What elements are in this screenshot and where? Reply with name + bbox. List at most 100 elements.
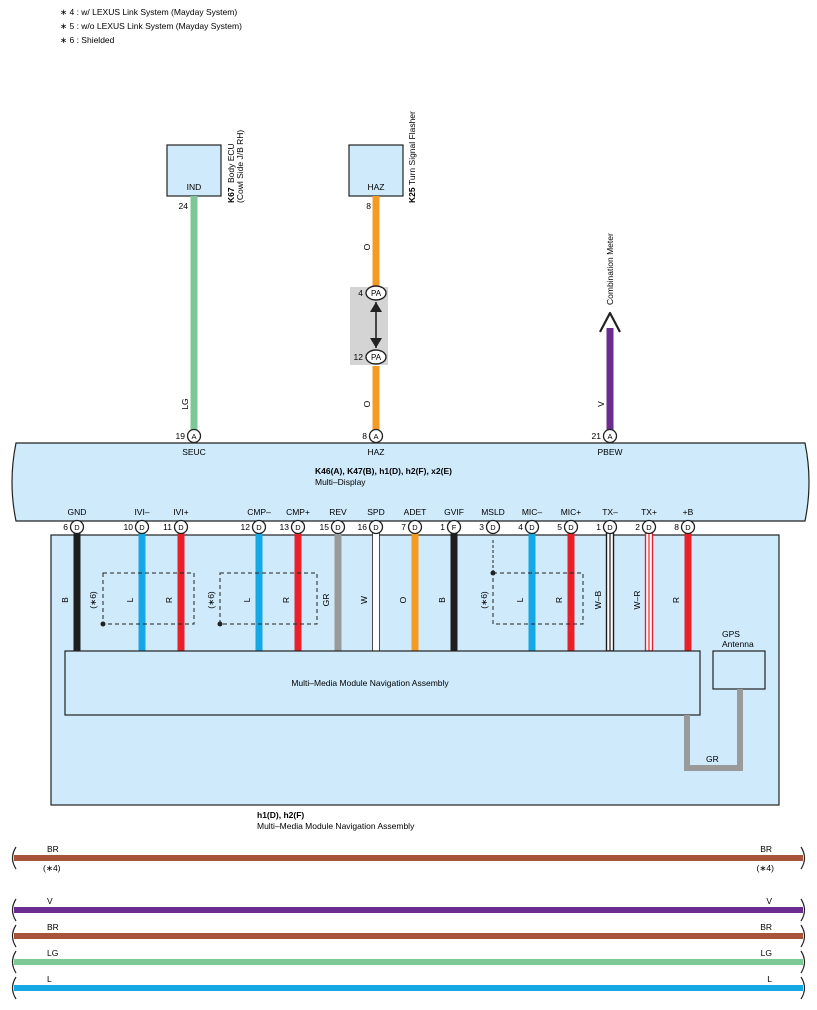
bottom-pin-terminal-12: [602, 519, 618, 535]
harness-line-left-label-4: L: [47, 974, 52, 984]
bottom-pin-signal-0: GND: [68, 507, 87, 517]
pa-bottom-pin: 12: [354, 352, 364, 362]
bottom-pin-conn-4: D: [295, 523, 301, 532]
bottom-pin-conn-6: D: [373, 523, 379, 532]
note-line-2: ∗ 5 : w/o LEXUS Link System (Mayday Syst…: [60, 21, 242, 31]
turn-flasher-terminal: HAZ: [368, 182, 385, 192]
body-ecu-box: [166, 144, 222, 197]
body-ecu-label: K67 Body ECU (Cowl Side J/B RH): [226, 130, 245, 203]
bottom-pin-terminal-9: [485, 519, 501, 535]
pin-seuc-signal: SEUC: [182, 447, 206, 457]
bottom-pin-signal-3: CMP–: [247, 507, 271, 517]
bottom-pin-terminal-14: [680, 519, 696, 535]
harness-line-right-label-0: BR: [760, 844, 772, 854]
harness-line-right-label-2: BR: [760, 922, 772, 932]
bottom-pin-conn-0: D: [74, 523, 80, 532]
bottom-pin-signal-10: MIC–: [522, 507, 543, 517]
harness-line-left-label-3: LG: [47, 948, 58, 958]
bottom-pin-number-6: 16: [358, 522, 368, 532]
bottom-pin-number-11: 5: [557, 522, 562, 532]
bottom-pin-number-14: 8: [674, 522, 679, 532]
bottom-wire-color-12: W–B: [593, 590, 603, 609]
body-ecu-pin: 24: [179, 201, 189, 211]
multi-display-band: [11, 442, 810, 522]
pin-haz-number: 8: [362, 431, 367, 441]
harness-line-right-note-0: (∗4): [756, 863, 774, 873]
bottom-pin-terminal-0: [69, 519, 85, 535]
nav-bottom-name: Multi–Media Module Navigation Assembly: [257, 821, 415, 831]
seuc-wire-color: LG: [180, 398, 190, 409]
bottom-wire-color-1: L: [125, 597, 135, 602]
bottom-pin-conn-9: D: [490, 523, 496, 532]
pin-haz-conn: A: [373, 432, 378, 441]
bottom-pin-terminal-10: [524, 519, 540, 535]
harness-line-right-break-1: [800, 898, 806, 922]
bottom-wire-color-5: GR: [321, 594, 331, 607]
harness-line-2: BR BR: [11, 922, 806, 948]
turn-flasher-code: K25: [407, 187, 417, 203]
harness-line-right-break-3: [800, 950, 806, 974]
haz-lower-color: O: [362, 400, 372, 407]
body-ecu-terminal: IND: [187, 182, 202, 192]
pa-bottom-terminal: [365, 349, 387, 365]
bottom-pin-terminal-5: [330, 519, 346, 535]
bottom-pin-11: R MIC+ D5: [554, 507, 581, 651]
bottom-pin-terminal-7: [407, 519, 423, 535]
bottom-pin-conn-8: F: [452, 523, 457, 532]
pa-arrow-up-icon: [370, 302, 382, 312]
combination-meter-label: Combination Meter: [605, 233, 615, 305]
harness-line-right-label-4: L: [767, 974, 772, 984]
bottom-pin-number-4: 13: [280, 522, 290, 532]
bottom-pin-number-10: 4: [518, 522, 523, 532]
bottom-pin-signal-13: TX+: [641, 507, 657, 517]
bottom-pin-terminal-4: [290, 519, 306, 535]
pin-seuc-conn: A: [191, 432, 196, 441]
bottom-pin-group: BGNDD6LIVI–D10RIVI+D11LCMP–D12RCMP+D13GR…: [60, 507, 696, 652]
bottom-pin-conn-5: D: [335, 523, 341, 532]
bottom-pin-number-8: 1: [440, 522, 445, 532]
harness-line-left-label-2: BR: [47, 922, 59, 932]
harness-line-left-note-0: (∗4): [43, 863, 61, 873]
bottom-pin-number-5: 15: [320, 522, 330, 532]
harness-line-left-break-2: [11, 924, 17, 948]
bottom-pin-signal-11: MIC+: [561, 507, 582, 517]
bottom-pin-number-13: 2: [635, 522, 640, 532]
pin-seuc-number: 19: [176, 431, 186, 441]
bottom-pin-number-1: 10: [124, 522, 134, 532]
bottom-pin-signal-4: CMP+: [286, 507, 310, 517]
bottom-wire-color-0: B: [60, 597, 70, 603]
shield-mic: (∗6): [479, 540, 584, 625]
bottom-pin-conn-14: D: [685, 523, 691, 532]
bottom-pin-number-0: 6: [63, 522, 68, 532]
pa-top-terminal: [365, 285, 387, 301]
pin-haz: A 8 HAZ: [362, 428, 385, 457]
pin-pbew-conn: A: [607, 432, 612, 441]
gps-antenna-line2: Antenna: [722, 639, 754, 649]
shield-cmp-label: (∗6): [206, 591, 216, 609]
bottom-pin-number-3: 12: [241, 522, 251, 532]
bottom-wire-6: [372, 532, 380, 652]
bottom-pin-conn-7: D: [412, 523, 418, 532]
bottom-pin-signal-7: ADET: [404, 507, 427, 517]
multi-display-name: Multi–Display: [315, 477, 366, 487]
bottom-pin-terminal-6: [368, 519, 384, 535]
harness-line-left-break-3: [11, 950, 17, 974]
bottom-pin-signal-12: TX–: [602, 507, 618, 517]
bottom-pin-terminal-2: [173, 519, 189, 535]
body-ecu-name: Body ECU: [226, 143, 236, 183]
bottom-pin-conn-10: D: [529, 523, 535, 532]
bottom-wire-color-11: R: [554, 597, 564, 603]
haz-upper-color: O: [362, 243, 372, 250]
bottom-pin-conn-11: D: [568, 523, 574, 532]
bottom-pin-number-7: 7: [401, 522, 406, 532]
harness-line-left-break-4: [11, 976, 17, 1000]
